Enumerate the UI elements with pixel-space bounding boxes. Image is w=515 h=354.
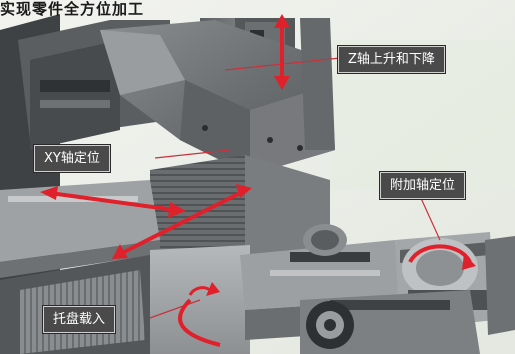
xy-axis-arrows bbox=[40, 184, 252, 259]
aux-axis-label: 附加轴定位 bbox=[380, 172, 466, 199]
z-axis-label: Z轴上升和下降 bbox=[338, 46, 445, 73]
page-caption: 实现零件全方位加工 bbox=[0, 0, 145, 18]
pallet-load-label: 托盘载入 bbox=[43, 306, 116, 333]
pallet-load-arrow bbox=[178, 282, 221, 347]
xy-axis-label: XY轴定位 bbox=[34, 145, 110, 172]
z-axis-arrow bbox=[274, 14, 290, 90]
aux-axis-rotate-arrow bbox=[408, 244, 476, 270]
